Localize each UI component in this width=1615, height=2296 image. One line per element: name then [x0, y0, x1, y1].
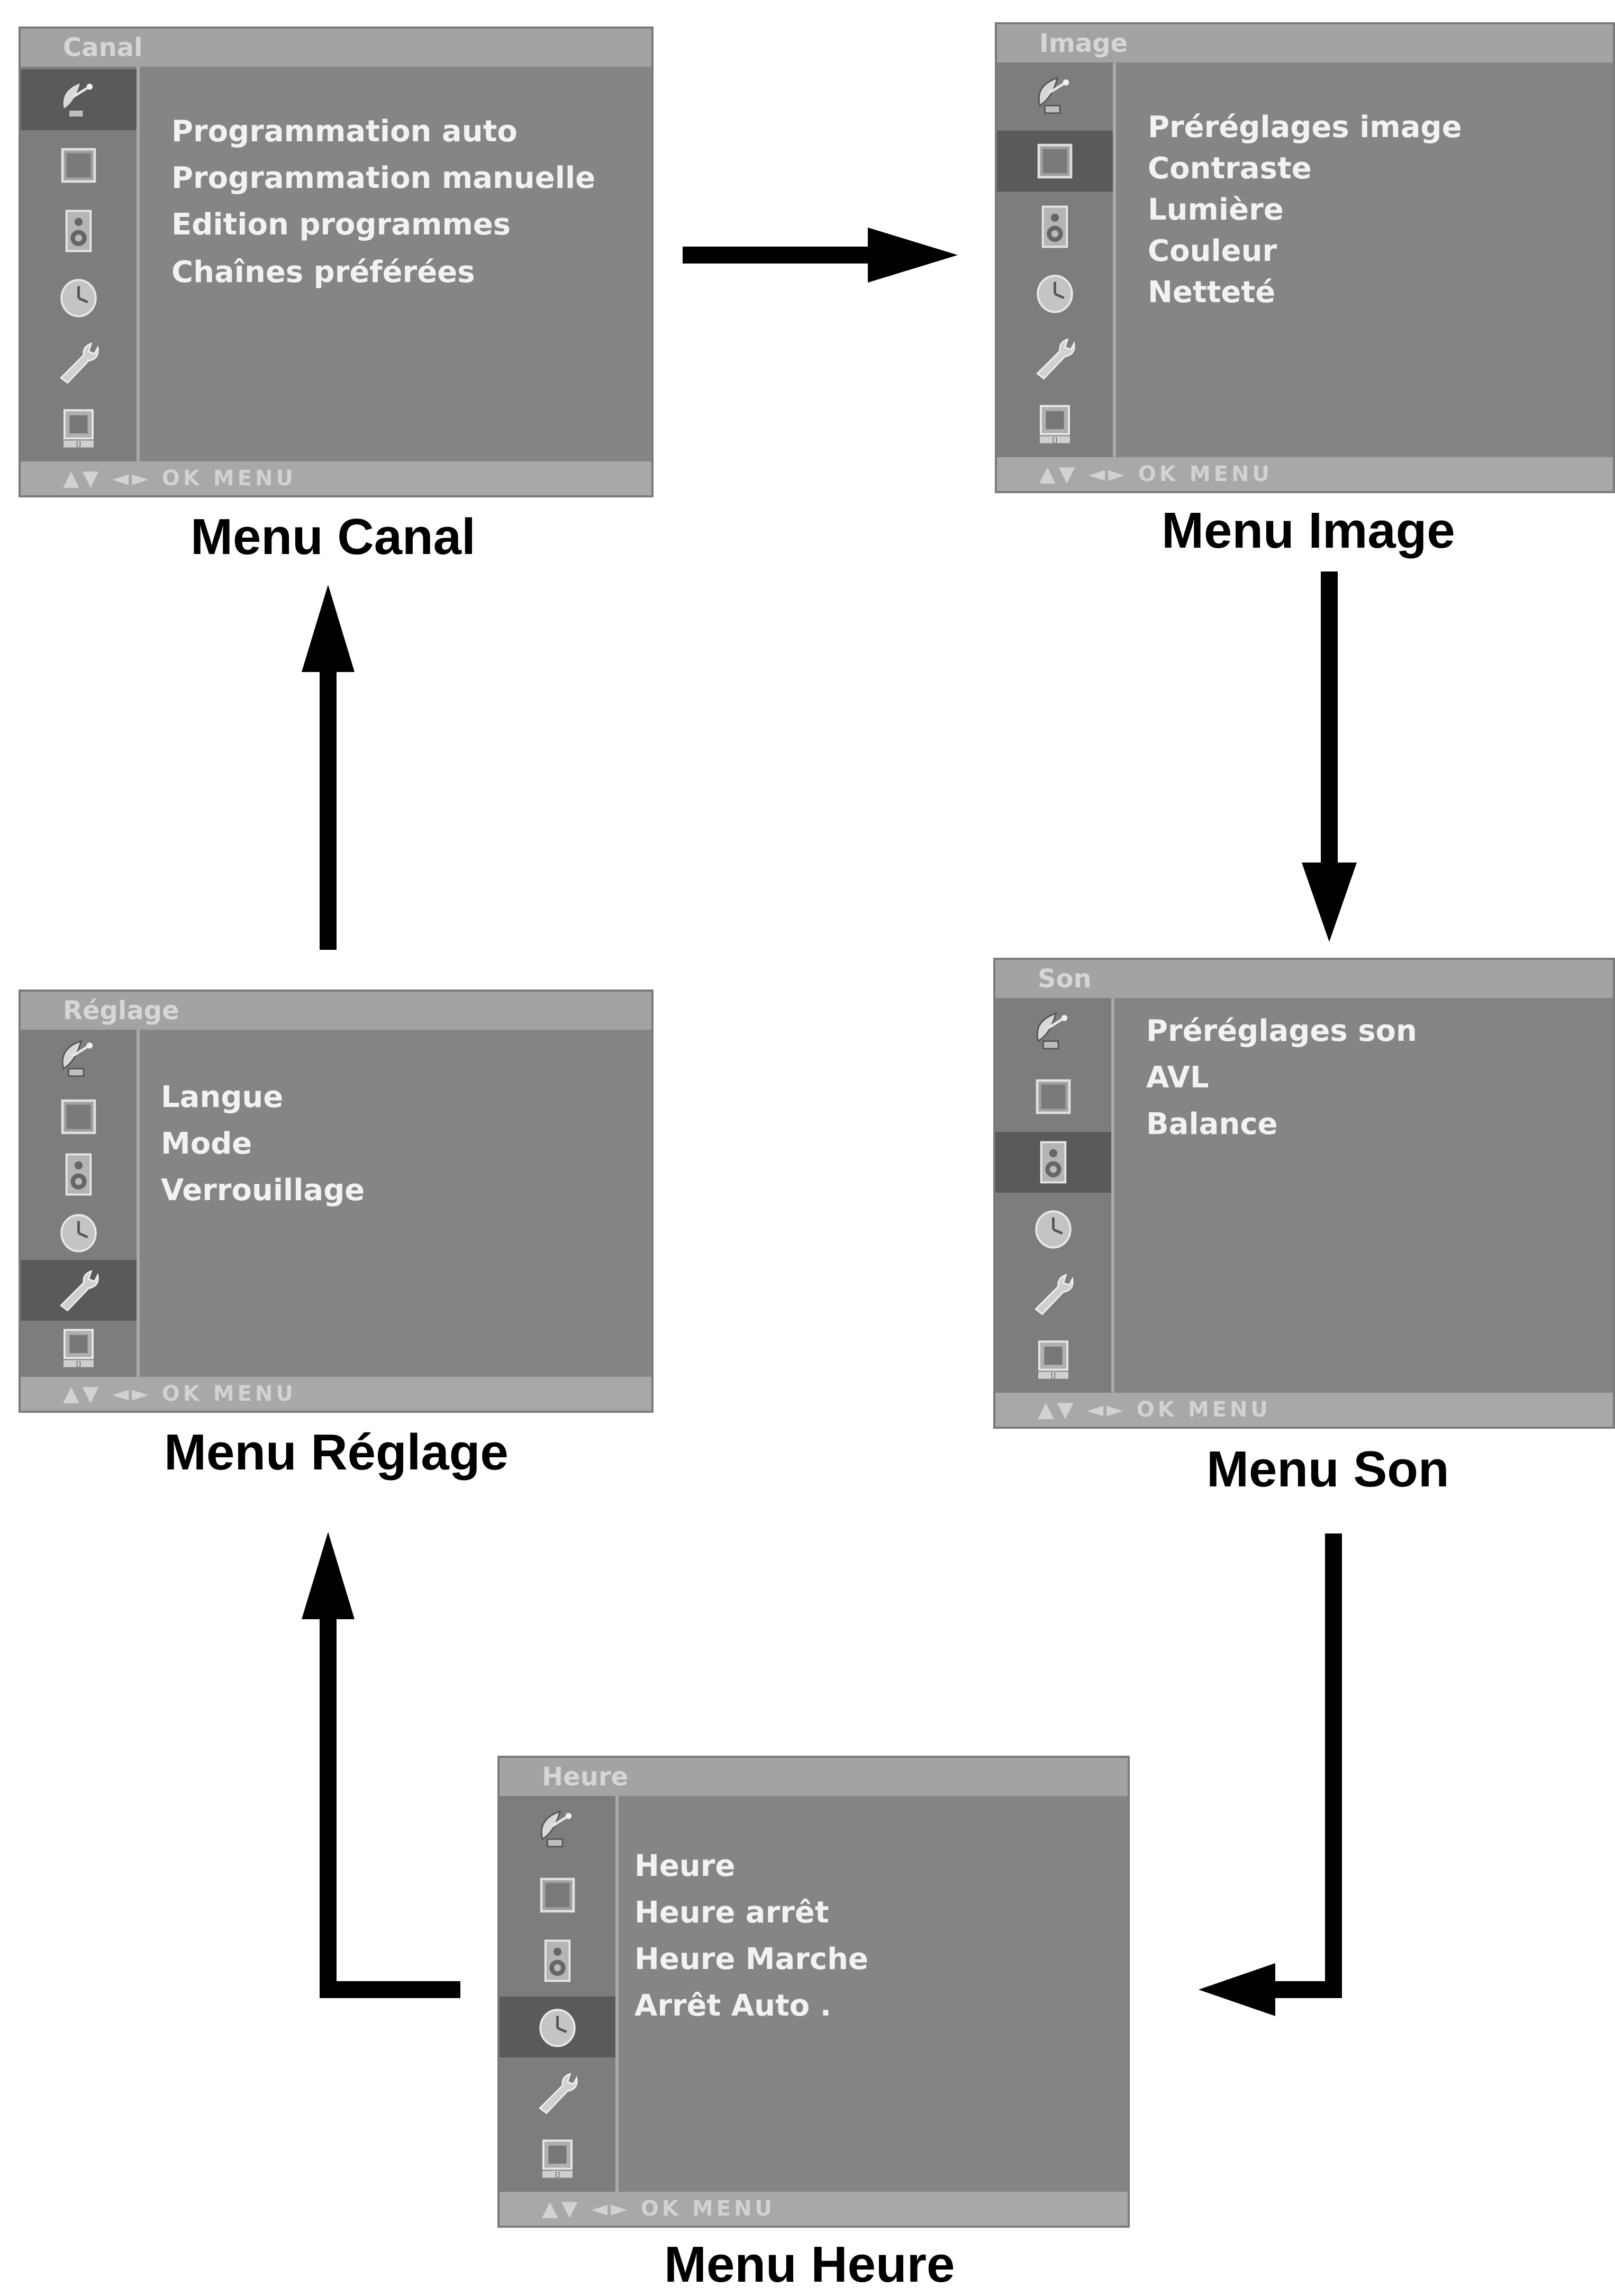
menu-item[interactable]: Netteté: [1148, 275, 1276, 310]
caption-menu-heure: Menu Heure: [664, 2236, 955, 2293]
menu-item[interactable]: Mode: [161, 1127, 252, 1161]
menu-item[interactable]: Balance: [1146, 1107, 1278, 1141]
arrow-reglage-to-canal: [302, 585, 355, 950]
osd-menu-image: Image [] Préréglages image Contraste Lum…: [995, 22, 1615, 493]
menu-title: Réglage: [21, 992, 651, 1030]
menu-title: Son: [995, 960, 1613, 998]
menu-item[interactable]: Heure arrêt: [634, 1895, 829, 1930]
picture-icon[interactable]: [997, 131, 1113, 192]
wrench-icon[interactable]: [500, 2063, 615, 2123]
picture-icon[interactable]: [995, 1066, 1111, 1127]
menu-content: Préréglages image Contraste Lumière Coul…: [1116, 62, 1613, 457]
menu-item[interactable]: Heure: [634, 1849, 736, 1883]
input-icon[interactable]: []: [997, 394, 1113, 455]
menu-content: Langue Mode Verrouillage: [140, 1030, 651, 1377]
menu-item[interactable]: Lumière: [1148, 193, 1284, 227]
satellite-dish-icon[interactable]: [21, 69, 137, 130]
menu-content: Heure Heure arrêt Heure Marche Arrêt Aut…: [619, 1796, 1128, 2192]
caption-menu-son: Menu Son: [1206, 1441, 1449, 1498]
satellite-dish-icon[interactable]: [997, 65, 1113, 126]
menu-item[interactable]: Contraste: [1148, 151, 1312, 186]
menu-item[interactable]: AVL: [1146, 1060, 1209, 1095]
wrench-icon[interactable]: [995, 1264, 1111, 1324]
satellite-dish-icon[interactable]: [995, 1001, 1111, 1061]
input-icon[interactable]: []: [21, 1318, 137, 1378]
menu-footer-hints: ▲▼ ◄► OK MENU: [500, 2192, 1128, 2226]
caption-menu-image: Menu Image: [1162, 502, 1455, 559]
menu-content: Préréglages son AVL Balance: [1114, 998, 1613, 1393]
clock-icon[interactable]: [997, 262, 1113, 323]
menu-item[interactable]: Programmation manuelle: [171, 161, 596, 195]
speaker-icon[interactable]: [997, 196, 1113, 257]
menu-footer-hints: ▲▼ ◄► OK MENU: [21, 461, 651, 495]
menu-footer-hints: ▲▼ ◄► OK MENU: [997, 457, 1613, 491]
menu-sidebar: []: [997, 62, 1116, 457]
speaker-icon[interactable]: [995, 1132, 1111, 1193]
menu-item[interactable]: Préréglages son: [1146, 1014, 1417, 1048]
picture-icon[interactable]: [500, 1865, 615, 1926]
menu-sidebar: []: [21, 1030, 140, 1377]
menu-item[interactable]: Couleur: [1148, 234, 1277, 268]
menu-sidebar: []: [500, 1796, 619, 2192]
clock-icon[interactable]: [500, 1996, 615, 2057]
arrow-image-to-son: [1302, 571, 1357, 942]
menu-sidebar: []: [21, 67, 140, 461]
wrench-icon[interactable]: [21, 1259, 137, 1321]
caption-menu-canal: Menu Canal: [190, 509, 476, 565]
osd-menu-son: Son [] Préréglages son AVL Balance ▲▼ ◄►…: [993, 958, 1615, 1429]
osd-menu-reglage: Réglage [] Langue Mode Verrouillage ▲▼ ◄…: [19, 990, 654, 1413]
menu-footer-hints: ▲▼ ◄► OK MENU: [995, 1393, 1613, 1427]
speaker-icon[interactable]: [21, 201, 137, 261]
clock-icon[interactable]: [995, 1198, 1111, 1259]
osd-menu-canal: Canal [] Programmation auto Programmatio…: [19, 26, 654, 497]
picture-icon[interactable]: [21, 1086, 137, 1147]
menu-item[interactable]: Chaînes préférées: [171, 255, 475, 289]
satellite-dish-icon[interactable]: [21, 1028, 137, 1089]
input-icon[interactable]: []: [21, 398, 137, 459]
menu-title: Image: [997, 24, 1613, 62]
menu-title: Heure: [500, 1758, 1128, 1796]
svg-text:[]: []: [76, 441, 81, 448]
clock-icon[interactable]: [21, 267, 137, 328]
menu-item[interactable]: Arrêt Auto .: [634, 1989, 832, 2023]
svg-text:[]: []: [1051, 1372, 1056, 1380]
speaker-icon[interactable]: [21, 1144, 137, 1205]
menu-item[interactable]: Langue: [161, 1080, 284, 1114]
arrow-heure-to-reglage: [302, 1532, 460, 1998]
input-icon[interactable]: []: [995, 1329, 1111, 1390]
menu-item[interactable]: Programmation auto: [171, 114, 518, 149]
caption-menu-reglage: Menu Réglage: [164, 1424, 509, 1481]
menu-item[interactable]: Edition programmes: [171, 207, 511, 242]
speaker-icon[interactable]: [500, 1930, 615, 1991]
svg-text:[]: []: [555, 2171, 560, 2179]
arrow-son-to-heure: [1199, 1533, 1342, 2016]
menu-footer-hints: ▲▼ ◄► OK MENU: [21, 1377, 651, 1411]
menu-content: Programmation auto Programmation manuell…: [140, 67, 651, 461]
menu-item[interactable]: Préréglages image: [1148, 110, 1462, 144]
svg-text:[]: []: [1053, 437, 1057, 444]
osd-menu-heure: Heure [] Heure Heure arrêt Heure Marche …: [497, 1756, 1130, 2228]
menu-sidebar: []: [995, 998, 1114, 1393]
menu-item[interactable]: Heure Marche: [634, 1942, 868, 1976]
arrow-canal-to-image: [683, 228, 958, 283]
picture-icon[interactable]: [21, 135, 137, 196]
clock-icon[interactable]: [21, 1202, 137, 1263]
wrench-icon[interactable]: [21, 332, 137, 393]
satellite-dish-icon[interactable]: [500, 1799, 615, 1859]
menu-item[interactable]: Verrouillage: [161, 1173, 365, 1208]
input-icon[interactable]: []: [500, 2128, 615, 2189]
menu-title: Canal: [21, 29, 651, 67]
svg-text:[]: []: [76, 1360, 81, 1368]
wrench-icon[interactable]: [997, 328, 1113, 389]
